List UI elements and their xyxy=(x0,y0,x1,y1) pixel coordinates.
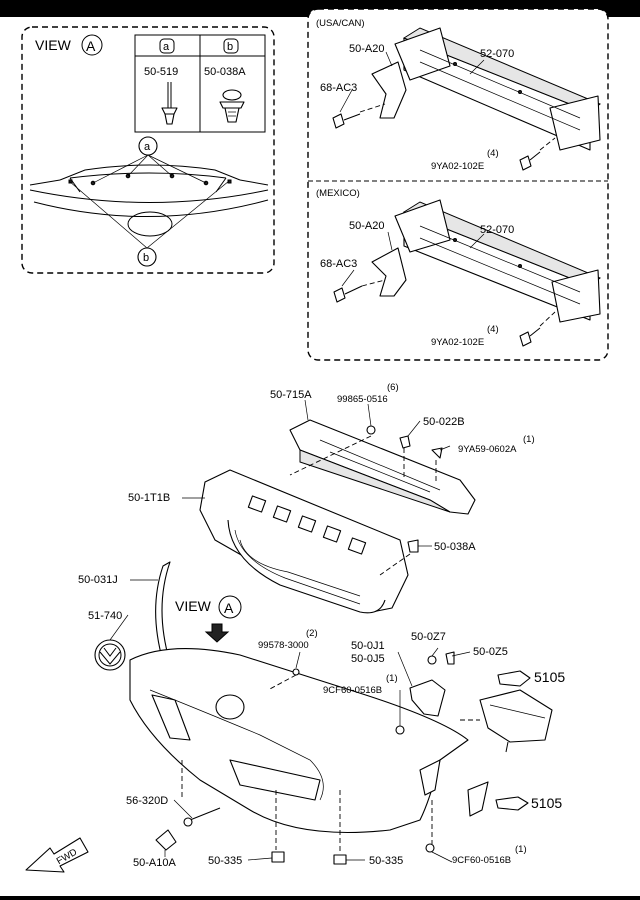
callout-b: b xyxy=(143,252,149,264)
label-nut-z5: 50-0Z5 xyxy=(473,646,508,658)
label-screw-9cf-bottom: 9CF60-0516B xyxy=(452,855,511,866)
fastener-icons xyxy=(155,425,455,865)
emblem-icon xyxy=(94,639,126,671)
assembly-lines xyxy=(181,435,480,852)
label-emblem: 51-740 xyxy=(88,610,122,622)
label-grille: 50-1T1B xyxy=(128,492,170,504)
leader-lines xyxy=(109,399,471,863)
label-nut-335-right: 50-335 xyxy=(369,855,403,867)
callout-a: a xyxy=(144,141,151,153)
mexico-beam-label: 52-070 xyxy=(480,224,514,236)
view-a-letter: A xyxy=(86,38,96,54)
label-molding: 50-031J xyxy=(78,574,118,586)
usa-beam-label: 52-070 xyxy=(480,48,514,60)
table-col-a: a xyxy=(163,41,170,53)
label-ref-5105-bottom: 5105 xyxy=(531,795,562,811)
usa-section: (USA/CAN) xyxy=(316,18,601,172)
label-view-word: VIEW xyxy=(175,598,212,614)
reinforcement-panel: (USA/CAN) xyxy=(307,8,609,361)
label-screw-6: 99865-0516 xyxy=(337,394,388,405)
energy-absorber xyxy=(289,419,476,515)
grille-carrier xyxy=(199,469,409,614)
view-a-panel: VIEW A a b 50-519 50-038A xyxy=(21,26,275,274)
side-cover xyxy=(467,781,489,817)
mexico-bolt-icon xyxy=(333,285,363,303)
label-screw-2: 99578-3000 xyxy=(258,640,309,651)
label-qty-1c: (1) xyxy=(515,844,527,855)
usa-bracket xyxy=(371,61,407,119)
label-clip-038: 50-038A xyxy=(434,541,476,553)
label-qty-6: (6) xyxy=(387,382,399,393)
mexico-screw-icon xyxy=(519,327,541,347)
view-a-label: VIEW xyxy=(35,37,72,53)
usa-bracket-label: 50-A20 xyxy=(349,43,384,55)
label-qty-1b: (1) xyxy=(386,673,398,684)
bumper-top-sketch: a b xyxy=(29,136,269,267)
mexico-bumper-beam xyxy=(394,199,601,323)
ref-arrow-bottom-icon xyxy=(495,796,529,811)
label-nut-z7: 50-0Z7 xyxy=(411,631,446,643)
fog-lamp-assembly xyxy=(479,689,553,753)
label-clip-022: 50-022B xyxy=(423,416,465,428)
label-absorber: 50-715A xyxy=(270,389,312,401)
main-exploded-view: FWD 50-715A (6) 99865-0516 50-022B (1) 9… xyxy=(25,382,565,873)
usa-title: (USA/CAN) xyxy=(316,18,365,29)
mexico-bolt-label: 68-AC3 xyxy=(320,258,357,270)
mexico-title: (MEXICO) xyxy=(316,188,360,199)
usa-qty: (4) xyxy=(487,148,499,159)
table-part-b: 50-038A xyxy=(204,66,246,78)
side-bracket xyxy=(409,679,446,717)
usa-screw-icon xyxy=(519,151,541,171)
usa-bumper-beam xyxy=(394,27,601,151)
bottom-border-bar xyxy=(0,896,640,900)
mexico-qty: (4) xyxy=(487,324,499,335)
mexico-bracket xyxy=(371,247,407,297)
label-tow-cover: 50-A10A xyxy=(133,857,176,869)
table-part-a: 50-519 xyxy=(144,66,178,78)
label-bracket-j5: 50-0J5 xyxy=(351,653,385,665)
view-a-arrow-icon xyxy=(204,623,230,643)
label-ref-5105-top: 5105 xyxy=(534,669,565,685)
ref-arrow-top-icon xyxy=(497,670,531,687)
mexico-screw-label: 9YA02-102E xyxy=(431,337,484,348)
front-bumper-fascia xyxy=(129,648,469,834)
label-qty-2: (2) xyxy=(306,628,318,639)
label-view-letter: A xyxy=(224,600,234,616)
usa-screw-label: 9YA02-102E xyxy=(431,161,484,172)
label-bracket-j1: 50-0J1 xyxy=(351,640,385,652)
mexico-section: (MEXICO) xyxy=(316,188,601,348)
label-nut-335-left: 50-335 xyxy=(208,855,242,867)
push-clip-icon xyxy=(219,89,245,123)
usa-bolt-label: 68-AC3 xyxy=(320,82,357,94)
label-screw-1: 9YA59-0602A xyxy=(458,444,517,455)
table-col-b: b xyxy=(227,41,233,53)
label-tow-hook: 56-320D xyxy=(126,795,168,807)
usa-bolt-icon xyxy=(332,113,361,129)
mexico-bracket-label: 50-A20 xyxy=(349,220,384,232)
fastener-table: a b 50-519 50-038A xyxy=(134,34,266,133)
label-screw-9cf-top: 9CF60-0516B xyxy=(323,685,382,696)
rivet-icon xyxy=(161,82,178,125)
fwd-arrow-icon: FWD xyxy=(25,837,89,873)
label-qty-1a: (1) xyxy=(523,434,535,445)
